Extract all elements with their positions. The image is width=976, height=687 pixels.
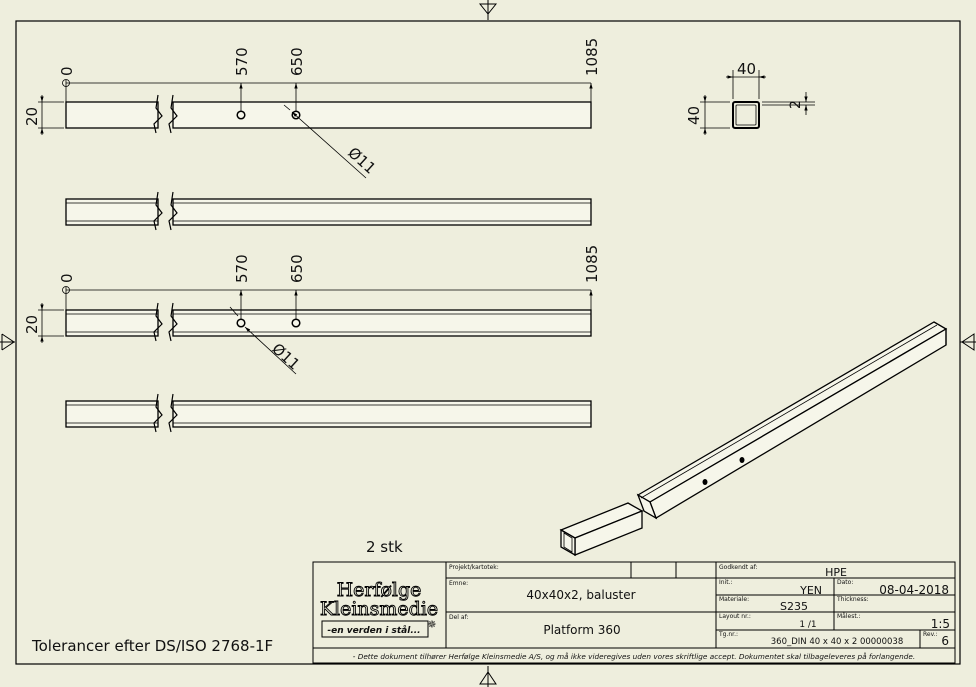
layout-label: Layout nr.: bbox=[719, 613, 751, 620]
top-view-1: 0 570 650 1085 20 Ø11 bbox=[23, 38, 601, 179]
godkendt-label: Godkendt af: bbox=[719, 564, 758, 571]
init-label: Init.: bbox=[719, 579, 733, 586]
dim-650: 650 bbox=[288, 47, 306, 76]
section-width: 40 bbox=[737, 60, 756, 78]
del-label: Del af: bbox=[449, 614, 468, 621]
dato-value: 08-04-2018 bbox=[879, 583, 949, 597]
top-view-2: 0 570 650 1085 20 Ø11 bbox=[23, 245, 601, 375]
quantity-label: 2 stk bbox=[366, 538, 403, 556]
section-height: 40 bbox=[685, 106, 703, 125]
dim-height-20: 20 bbox=[23, 107, 41, 126]
malest-label: Målest.: bbox=[837, 613, 861, 620]
hole-dia-label-b: Ø11 bbox=[268, 340, 303, 374]
godkendt-value: HPE bbox=[825, 566, 847, 579]
side-view-1 bbox=[65, 191, 592, 231]
materiale-value: S235 bbox=[780, 600, 808, 613]
isometric-view bbox=[559, 321, 948, 557]
dim-650-b: 650 bbox=[288, 254, 306, 283]
disclaimer: - Dette dokument tilhører Herfølge Klein… bbox=[353, 652, 915, 661]
dato-label: Dato: bbox=[837, 579, 853, 586]
dim-0-b: 0 bbox=[58, 273, 76, 283]
emne-value: 40x40x2, baluster bbox=[526, 588, 635, 602]
emne-label: Emne: bbox=[449, 580, 468, 587]
rev-label: Rev.: bbox=[923, 631, 938, 638]
rev-value: 6 bbox=[941, 634, 949, 648]
hole-570-b bbox=[236, 318, 246, 328]
dim-1085-b: 1085 bbox=[583, 245, 601, 283]
tgnr-label: Tg.nr.: bbox=[718, 631, 738, 638]
dim-570: 570 bbox=[233, 47, 251, 76]
hole-570 bbox=[236, 110, 246, 120]
layout-value: 1 /1 bbox=[799, 620, 816, 630]
section-wall: 2 bbox=[788, 100, 804, 109]
logo-tagline: -en verden i stål... bbox=[327, 625, 420, 636]
logo-line2: Kleinsmedie bbox=[320, 598, 438, 620]
dim-1085: 1085 bbox=[583, 38, 601, 76]
side-view-2 bbox=[65, 393, 592, 433]
logo-tagline-bar bbox=[321, 620, 429, 638]
hole-650-b bbox=[291, 318, 301, 328]
dim-570-b: 570 bbox=[233, 254, 251, 283]
logo-line1: Herfølge bbox=[337, 579, 422, 601]
del-value: Platform 360 bbox=[543, 623, 620, 637]
malest-value: 1:5 bbox=[931, 617, 950, 631]
materiale-label: Materiale: bbox=[719, 596, 749, 603]
dim-0: 0 bbox=[58, 66, 76, 76]
logo-star-icon: ✵ bbox=[427, 618, 436, 631]
title-block: Herfølge Kleinsmedie -en verden i stål..… bbox=[312, 561, 956, 664]
dim-height-20-b: 20 bbox=[23, 315, 41, 334]
hole-dia-label: Ø11 bbox=[344, 144, 379, 178]
tgnr-value: 360_DIN 40 x 40 x 2 00000038 bbox=[771, 637, 903, 647]
tolerance-note: Tolerancer efter DS/ISO 2768-1F bbox=[31, 637, 273, 655]
init-value: YEN bbox=[799, 584, 822, 597]
section-view: 40 40 2 bbox=[685, 60, 815, 135]
projekt-label: Projekt/kartotek: bbox=[449, 564, 499, 571]
thickness-label: Thickness: bbox=[836, 596, 869, 603]
